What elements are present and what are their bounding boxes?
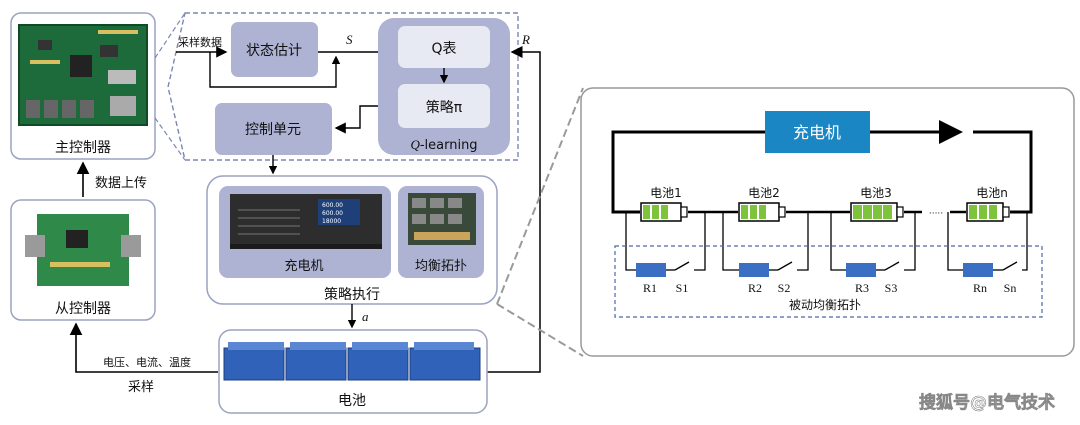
- charger-label: 充电机: [284, 258, 323, 274]
- detail-charger-block: [765, 111, 870, 153]
- switch-label: Sn: [1004, 281, 1017, 295]
- q-learning-label: Q-learning: [410, 137, 477, 153]
- resistor-label: R2: [748, 281, 762, 295]
- balancing-board-image: [408, 193, 476, 245]
- main-controller-label: 主控制器: [55, 140, 111, 156]
- switch-label: S1: [676, 281, 689, 295]
- battery-pack-image: [223, 342, 481, 381]
- zoom-line-detail-bottom: [496, 303, 584, 357]
- battery-cell-label: 电池1: [650, 186, 682, 200]
- cell-ellipsis: ·····: [929, 209, 943, 219]
- main-controller-board-image: [18, 24, 148, 126]
- balancing-branch: R2 S2: [722, 212, 809, 295]
- state-symbol: S: [346, 32, 353, 47]
- passive-balancing-label: 被动均衡拓扑: [789, 298, 861, 312]
- battery-cell: 电池n: [966, 186, 1010, 222]
- balancing-branch: Rn Sn: [947, 212, 1028, 295]
- passive-balancing-box: [614, 245, 1043, 318]
- balancing-branch: R1 S1: [625, 212, 706, 295]
- sample-data-label: 采样数据: [178, 35, 222, 49]
- resistor-label: R1: [643, 281, 657, 295]
- resistor-label: Rn: [973, 281, 987, 295]
- balancing-detail-panel: 充电机 ····· 电池1 电池2 电池3: [580, 87, 1075, 357]
- q-learning-panel: 采样数据 状态估计 S Q表 策略π Q-learning 控制单元: [167, 12, 519, 161]
- slave-controller-block: 从控制器: [10, 199, 156, 321]
- battery-label: 电池: [338, 393, 366, 409]
- battery-cell: 电池3: [850, 186, 904, 222]
- charger-device-image: 600.00 600.00 18000: [230, 194, 382, 249]
- switch-label: S2: [778, 281, 791, 295]
- battery-cell-label: 电池n: [976, 186, 1008, 200]
- battery-block: 电池: [218, 329, 488, 414]
- q-table-block: [398, 26, 490, 68]
- battery-cell: 电池1: [640, 186, 688, 222]
- data-upload-label: 数据上传: [95, 176, 147, 191]
- policy-label: 策略π: [426, 99, 463, 116]
- control-unit-label: 控制单元: [245, 122, 301, 138]
- watermark: 搜狐号@电气技术: [919, 392, 1055, 413]
- policy-block: [398, 84, 490, 128]
- strategy-execution-title: 策略执行: [324, 286, 380, 303]
- sampling-quantities-label: 电压、电流、温度: [103, 355, 191, 369]
- battery-cell-label: 电池3: [860, 186, 892, 200]
- battery-cell-label: 电池2: [748, 186, 780, 200]
- sampling-path: 电压、电流、温度 采样: [69, 322, 218, 395]
- state-estimation-label: 状态估计: [246, 43, 302, 59]
- switch-label: S3: [885, 281, 898, 295]
- zoom-line-detail-top: [496, 87, 584, 305]
- zoom-line-top: [154, 12, 186, 59]
- strategy-execution-panel: 600.00 600.00 18000 充电机 均衡拓扑 策略执行: [206, 175, 498, 305]
- detail-charger-label: 充电机: [793, 123, 841, 142]
- balancing-label: 均衡拓扑: [415, 259, 467, 274]
- balancing-branch: R3 S3: [830, 212, 916, 295]
- resistor-label: R3: [855, 281, 869, 295]
- slave-controller-label: 从控制器: [55, 301, 111, 317]
- state-estimation-block: [231, 22, 318, 77]
- q-table-label: Q表: [431, 41, 456, 57]
- charger-display-line-2: 600.00: [322, 210, 343, 217]
- battery-cell: 电池2: [738, 186, 786, 222]
- zoom-line-bottom: [154, 117, 186, 161]
- slave-controller-board-image: [25, 214, 141, 286]
- main-controller-block: 主控制器: [10, 12, 156, 160]
- sampling-label: 采样: [128, 380, 154, 395]
- charger-display-line-1: 600.00: [322, 202, 343, 209]
- reward-symbol: R: [521, 32, 530, 47]
- control-unit-block: [215, 103, 332, 155]
- data-upload-arrow: 数据上传: [76, 161, 147, 197]
- action-symbol: a: [362, 309, 369, 324]
- charger-display-line-3: 18000: [322, 218, 341, 225]
